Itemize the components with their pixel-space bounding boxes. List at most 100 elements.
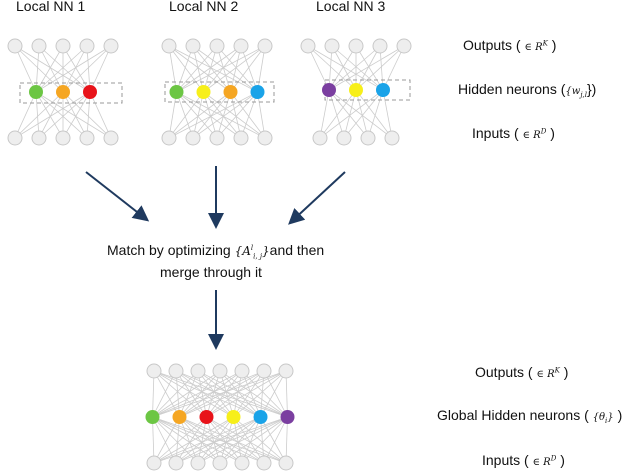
connection-edge (328, 89, 369, 139)
connection-edge (176, 91, 242, 139)
connection-edge (62, 91, 112, 139)
global-output-node (234, 363, 250, 379)
connection-edge (14, 45, 37, 93)
connection-edge (152, 370, 287, 418)
connection-edge (206, 370, 243, 418)
connection-edge (197, 416, 207, 464)
global-input-node (146, 455, 162, 471)
connection-edge (343, 89, 384, 139)
connection-edge (331, 45, 384, 91)
connection-edge (230, 91, 242, 139)
input-node (336, 130, 352, 146)
input-node (103, 130, 119, 146)
input-node (31, 130, 47, 146)
output-node (31, 38, 47, 54)
connection-edge (203, 91, 218, 139)
connection-edge (168, 45, 231, 93)
connection-edge (152, 416, 155, 464)
connection-edge (152, 416, 177, 464)
connection-edge (233, 370, 265, 418)
connection-edge (152, 370, 199, 418)
hidden-layer-box (164, 81, 275, 103)
connection-edge (328, 89, 393, 139)
connection-edge (175, 370, 207, 418)
connection-edge (285, 416, 288, 464)
connection-edge (179, 370, 265, 418)
connection-edge (355, 45, 381, 91)
connection-edge (328, 45, 381, 91)
connection-edge (152, 370, 243, 418)
connection-edge (176, 45, 266, 93)
connection-edge (382, 89, 393, 139)
connection-edge (328, 45, 357, 91)
connection-edge (260, 416, 287, 464)
output-node (257, 38, 273, 54)
input-node (185, 130, 201, 146)
hidden-neuron (223, 85, 238, 99)
connection-edge (219, 370, 288, 418)
output-node (300, 38, 316, 54)
global-output-node (190, 363, 206, 379)
connection-edge (203, 91, 242, 139)
connection-edge (233, 370, 243, 418)
connection-edge (206, 416, 221, 464)
connection-edge (152, 416, 243, 464)
connection-edge (62, 45, 88, 93)
connection-edge (233, 370, 287, 418)
input-node (161, 130, 177, 146)
connection-edge (179, 370, 287, 418)
connection-edge (307, 45, 330, 91)
hidden-neuron (376, 83, 390, 97)
connection-edge (192, 45, 231, 93)
global-hidden-neuron (280, 410, 295, 424)
output-node (209, 38, 225, 54)
connection-edge (35, 45, 64, 93)
connection-edge (197, 370, 207, 418)
connection-edge (203, 45, 266, 93)
connection-edge (240, 91, 258, 139)
connection-edge (192, 45, 258, 93)
match-math: {Ali, j} (234, 244, 270, 261)
hidden-neuron (29, 85, 43, 99)
outputs-math: ∈ RK (524, 39, 548, 53)
connection-edge (35, 91, 88, 139)
hidden-layer-box (19, 82, 123, 104)
global-hidden-math: {θi} (592, 412, 614, 425)
arrow-nn1-to-match (85, 171, 150, 222)
connection-edge (38, 91, 91, 139)
title-local-nn-1: Local NN 1 (16, 0, 86, 14)
connection-edge (168, 91, 204, 139)
global-input-node (212, 455, 228, 471)
connection-edge (179, 416, 265, 464)
connection-edge (331, 45, 357, 91)
connection-edge (14, 91, 91, 139)
connection-edge (219, 370, 234, 418)
connection-edge (152, 416, 265, 464)
connection-edge (179, 370, 243, 418)
connection-edge (203, 45, 242, 93)
connection-edge (230, 45, 242, 93)
inputs-label: Inputs ( ∈ RD ) (472, 125, 555, 141)
connection-edge (38, 91, 64, 139)
connection-edge (168, 91, 177, 139)
connection-edge (197, 416, 234, 464)
global-output-node (168, 363, 184, 379)
connection-edge (203, 91, 266, 139)
global-input-node (234, 455, 250, 471)
connection-edge (176, 91, 218, 139)
connection-edge (168, 45, 177, 93)
connection-edge (35, 91, 64, 139)
connection-edge (152, 370, 221, 418)
connection-edge (307, 45, 357, 91)
connection-edge (216, 91, 231, 139)
connection-edge (206, 416, 243, 464)
connection-edge (319, 89, 330, 139)
input-node (79, 130, 95, 146)
connection-edge (38, 45, 64, 93)
output-node (233, 38, 249, 54)
hidden-neuron (322, 83, 336, 97)
connection-edge (14, 91, 64, 139)
connection-edge (175, 370, 180, 418)
connection-edge (233, 416, 243, 464)
